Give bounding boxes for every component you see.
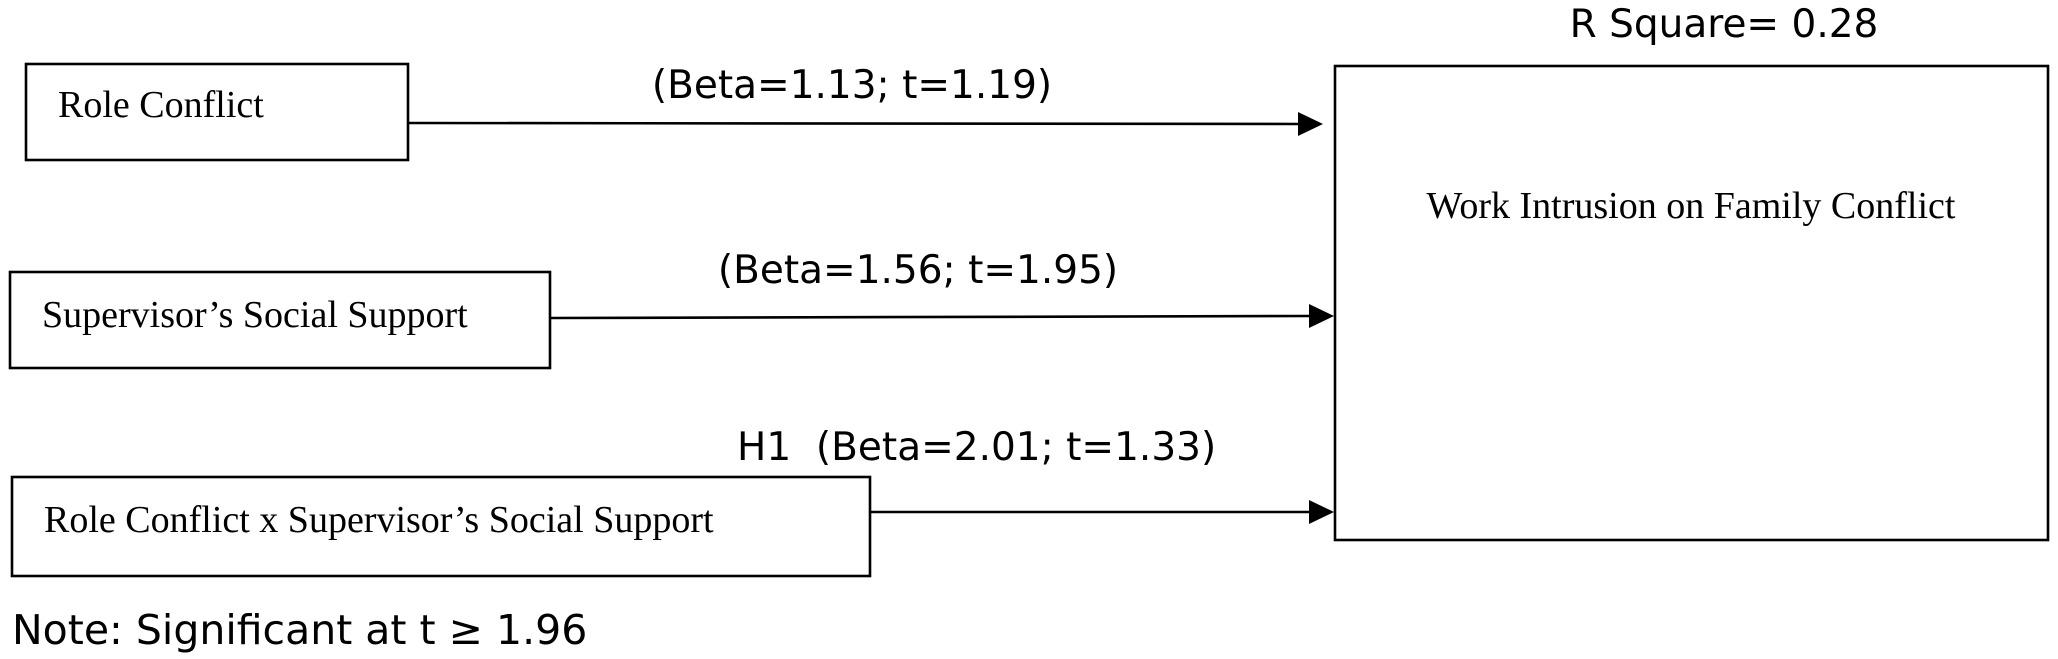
predictor-box-interaction bbox=[10, 475, 872, 578]
predictor-supervisor-support: Supervisor’s Social Support bbox=[8, 270, 552, 370]
arrowhead-interaction bbox=[1309, 500, 1334, 524]
predictor-label-interaction: Role Conflict x Supervisor’s Social Supp… bbox=[44, 499, 714, 541]
path-line-supervisor-support bbox=[549, 314, 1313, 320]
predictor-role-conflict: Role Conflict bbox=[24, 62, 410, 162]
predictor-label-role-conflict: Role Conflict bbox=[58, 84, 264, 126]
path-line-role-conflict bbox=[407, 121, 1303, 126]
path-label-supervisor-support: (Beta=1.56; t=1.95) bbox=[718, 248, 1118, 293]
path-interaction: H1 (Beta=2.01; t=1.33) bbox=[737, 425, 1334, 524]
path-label-interaction: H1 (Beta=2.01; t=1.33) bbox=[737, 425, 1216, 470]
significance-note: Note: Significant at t ≥ 1.96 bbox=[12, 606, 587, 654]
path-role-conflict: (Beta=1.13; t=1.19) bbox=[407, 63, 1323, 136]
predictor-box-role-conflict bbox=[24, 62, 410, 162]
arrowhead-role-conflict bbox=[1298, 112, 1323, 136]
predictor-label-supervisor-support: Supervisor’s Social Support bbox=[42, 294, 468, 336]
r-square-label: R Square= 0.28 bbox=[1570, 2, 1879, 47]
predictor-box-supervisor-support bbox=[8, 270, 552, 370]
arrowhead-supervisor-support bbox=[1309, 304, 1334, 328]
outcome-box bbox=[1333, 64, 2050, 542]
path-supervisor-support: (Beta=1.56; t=1.95) bbox=[549, 248, 1334, 328]
outcome-node: Work Intrusion on Family Conflict bbox=[1333, 64, 2050, 542]
path-label-role-conflict: (Beta=1.13; t=1.19) bbox=[652, 63, 1052, 108]
outcome-label: Work Intrusion on Family Conflict bbox=[1427, 185, 1956, 227]
predictor-interaction: Role Conflict x Supervisor’s Social Supp… bbox=[10, 475, 872, 578]
